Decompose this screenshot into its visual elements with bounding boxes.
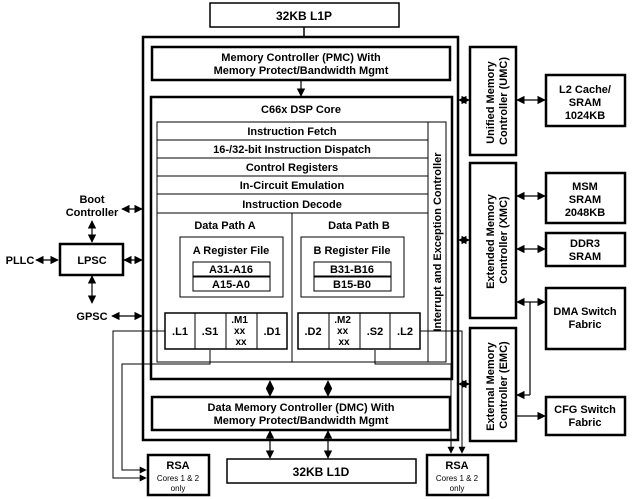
cfg-switch-box [544,395,627,437]
emc-line2: Controller (EMC) [498,341,510,429]
l2-line3: 1024KB [565,110,605,122]
l2-line2: SRAM [569,97,601,109]
rsa-left-note2: only [171,484,186,493]
unit-l2: .L2 [397,326,413,338]
boot-line1: Boot [79,194,104,206]
dma-line2: Fabric [568,319,601,331]
units-b-group [297,312,421,350]
xmc-line1: Extended Memory [485,193,497,289]
emc-box [468,326,518,443]
umc-line1: Unified Memory [485,60,497,143]
rsa-right-wire-2 [420,330,466,454]
svg-text:Extended Memory Controller: Extended Memory Controller (XMC) [485,191,510,289]
rsa-left-wire-1 [112,330,165,482]
unit-l1: .L1 [172,326,188,338]
msm-line1: MSM [572,181,598,193]
umc-line2: Controller (UMC) [498,57,510,145]
ddr3-line1: DDR3 [570,238,600,250]
dma-switch-box [544,286,627,351]
ddr3-line2: SRAM [569,251,601,263]
dmc-box [150,395,452,432]
dma-line1: DMA Switch [553,306,616,318]
b-reg-low: B15-B0 [333,279,371,291]
l2-line1: L2 Cache/ [559,84,611,96]
iec-label: Interrupt and Exception Controller [432,152,444,332]
b-reg-high: B31-B16 [330,264,374,276]
cfg-line1: CFG Switch [554,404,616,416]
msm-sram-box [544,171,627,225]
pllc-label: PLLC [6,255,35,267]
a-reg-high: A31-A16 [209,264,253,276]
rsa-left-box [146,453,211,497]
l1d-box [226,458,417,484]
svg-text:Unified Memory Controller: Unified Memory Controller (UMC) [485,57,510,145]
xmc-line2: Controller (XMC) [498,196,510,284]
unit-s1: .S1 [202,326,219,338]
umc-box [468,45,518,157]
emc-line1: External Memory [485,341,497,431]
pmc-line2: Memory Protect/Bandwidth Mgmt [214,65,389,77]
unit-s2: .S2 [367,326,384,338]
datapath-b-title: Data Path B [328,220,390,232]
dmc-line2: Memory Protect/Bandwidth Mgmt [214,415,389,427]
l1p-box [209,2,400,28]
gpsc-label: GPSC [76,311,107,323]
unit-m1: .M1 xx xx [231,315,250,348]
msm-line3: 2048KB [565,207,605,219]
stage-control-registers: Control Registers [246,162,338,174]
cfg-line2: Fabric [568,417,601,429]
unit-m2: .M2 xx xx [334,315,353,348]
pmc-line1: Memory Controller (PMC) With [221,52,381,64]
rsa-left-wire-2 [121,350,211,474]
dmc-line1: Data Memory Controller (DMC) With [208,402,395,414]
unit-d1: .D1 [263,326,280,338]
datapath-a-title: Data Path A [194,220,255,232]
stage-instruction-dispatch: 16-/32-bit Instruction Dispatch [213,144,371,156]
dsp-core-title: C66x DSP Core [261,104,341,116]
rsa-right-note2: only [450,484,465,493]
ddr3-sram-box [544,231,627,268]
rsa-right-note1: Cores 1 & 2 [436,474,479,483]
a-register-file-title: A Register File [193,245,270,257]
stage-instruction-fetch: Instruction Fetch [247,126,337,138]
stage-instruction-decode: Instruction Decode [242,199,342,211]
boot-line2: Controller [66,207,119,219]
stage-in-circuit-emulation: In-Circuit Emulation [240,180,345,192]
l1p-label: 32KB L1P [276,9,332,23]
rsa-right-box [425,453,490,497]
l2-cache-box [544,73,627,128]
svg-text:External Memory Controller: External Memory Controller (EMC) [485,339,510,431]
a-reg-low: A15-A0 [212,279,250,291]
b-register-file-title: B Register File [313,245,390,257]
rsa-left-title: RSA [166,460,189,472]
l1d-label: 32KB L1D [293,465,350,479]
xmc-box [468,161,518,320]
rsa-right-wire-1 [374,350,455,454]
rsa-right-title: RSA [445,460,468,472]
unit-d2: .D2 [304,326,321,338]
rsa-left-note1: Cores 1 & 2 [157,474,200,483]
lpsc-label: LPSC [77,255,106,267]
lpsc-box [58,242,125,277]
pmc-box [150,45,452,82]
corepac-container [141,35,460,442]
msm-line2: SRAM [569,194,601,206]
